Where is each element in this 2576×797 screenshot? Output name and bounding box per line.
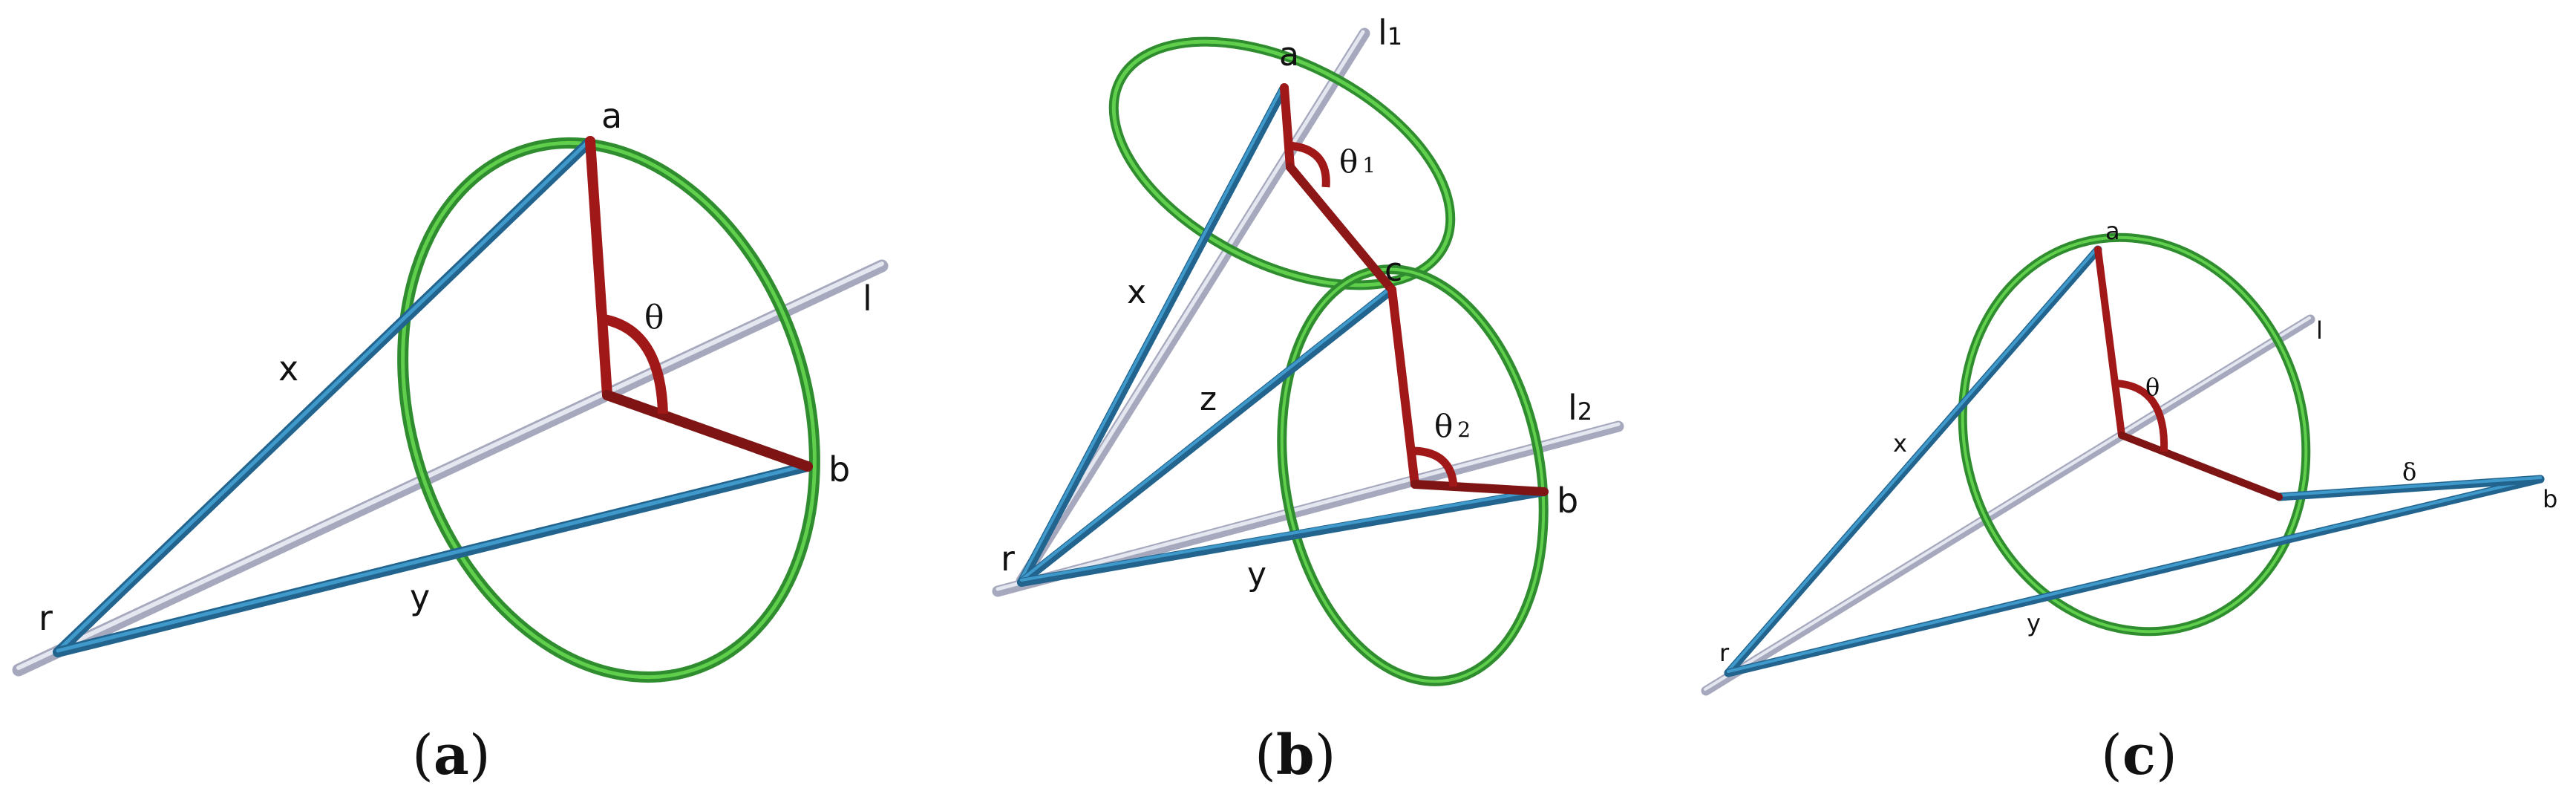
segment-z-highlight [1019,287,1392,582]
label-x: x [1893,429,1907,458]
segment-x [1724,245,2102,677]
radius-c2b [1410,480,1549,496]
segment-y-highlight [1020,488,1546,582]
axis-l1 [1016,27,1370,587]
label-y: y [1247,556,1266,593]
ring-circle-highlight [1961,235,2308,634]
axis-l-highlight [16,261,884,670]
radius-c2 [1387,285,1419,489]
label-c: c [1385,251,1402,289]
panel-a: a b r l x y θ (a) [12,96,889,787]
axis-l-highlight [1704,316,2311,691]
axis-l1-highlight [1018,30,1365,582]
label-x: x [1127,273,1146,311]
radius-ca [585,136,612,400]
label-theta: θ [2145,373,2160,401]
segment-z [1017,285,1396,587]
label-z: z [1200,380,1217,418]
label-a: a [601,96,622,136]
angle-arc-2 [1412,446,1458,487]
angle-arc [2115,380,2168,452]
radius-a [1280,83,1295,172]
segment-y-highlight [1727,476,2542,673]
caption-c: (c) [2101,723,2177,787]
ring-circle [1958,232,2311,637]
ring-circle-highlight [401,140,817,680]
angle-arc-1 [1288,141,1330,188]
label-x: x [278,348,298,388]
segment-x-highlight [1726,247,2099,673]
radius-cb [2118,432,2283,501]
label-a: a [2105,217,2120,245]
label-y: y [410,577,430,617]
label-l1: l1 [1378,13,1402,53]
segment-delta-highlight [2278,476,2542,497]
label-l: l [863,279,872,319]
radius-cb [602,390,813,472]
label-r: r [1001,539,1015,579]
label-b: b [2543,485,2557,513]
axis-l [1701,314,2315,696]
radius-ac [1286,163,1396,294]
label-delta: δ [2402,458,2416,486]
radius-ca [2094,246,2125,439]
label-r: r [39,598,53,638]
label-a: a [1279,36,1299,74]
label-l2: l2 [1568,388,1592,428]
axis-l2 [992,420,1624,597]
angle-arc [603,314,668,414]
ring-circle-upper-highlight [1111,39,1453,287]
label-theta: θ [644,299,664,336]
panel-c: a b r l x y θ δ (c) [1701,217,2557,787]
axis-l2-highlight [996,422,1621,591]
segment-x-highlight [1019,85,1284,582]
caption-a: (a) [412,723,491,787]
label-b: b [1557,481,1578,521]
segment-x [1017,83,1289,587]
label-b: b [828,449,850,489]
label-y: y [2027,609,2041,637]
ring-circle [397,137,820,683]
label-l: l [2316,316,2323,345]
label-r: r [1719,639,1730,667]
segment-y [1017,487,1549,587]
segment-y-highlight [56,463,810,653]
segment-x-highlight [56,137,592,653]
caption-b: (b) [1255,723,1336,787]
